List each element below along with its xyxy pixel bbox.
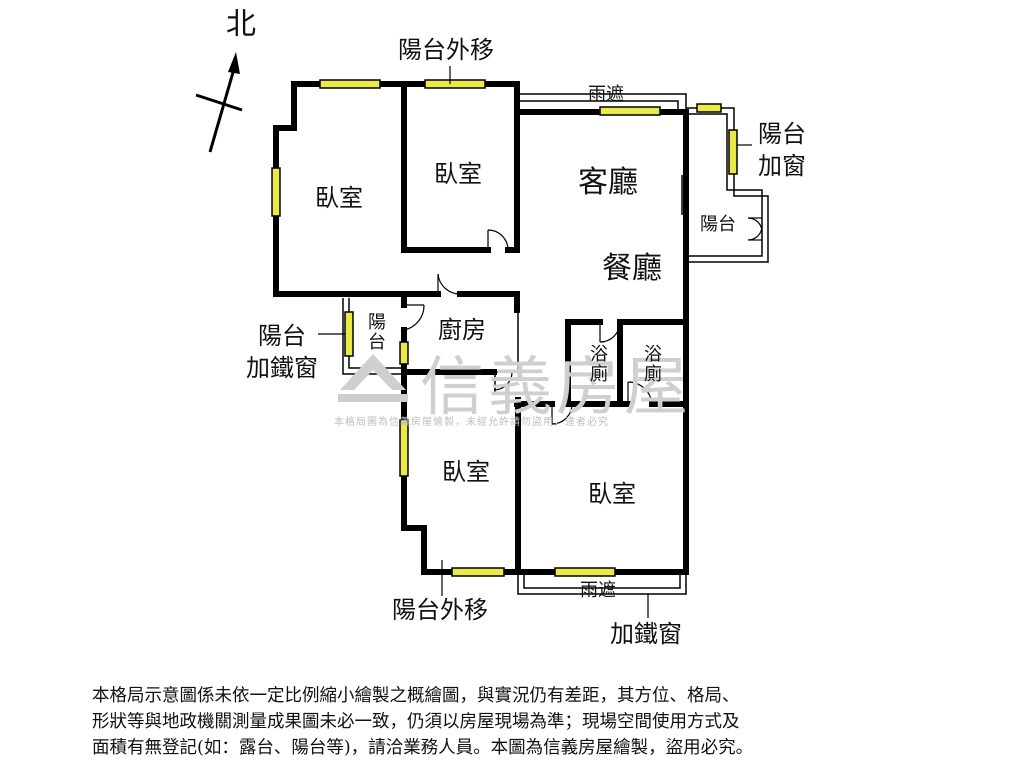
windows bbox=[271, 79, 738, 577]
room-label-bath-1: 浴廁 bbox=[587, 344, 608, 384]
room-label-bedroom-nw: 臥室 bbox=[315, 184, 363, 212]
room-label-balcony-west: 陽台 bbox=[365, 312, 386, 352]
disclaimer: 本格局示意圖係未依一定比例縮小繪製之概繪圖，與實況仍有差距，其方位、格局、 形狀… bbox=[92, 683, 952, 761]
room-label-kitchen: 廚房 bbox=[438, 316, 486, 344]
disclaimer-line-3: 面積有無登記(如：露台、陽台等)，請洽業務人員。本圖為信義房屋繪製，盜用必究。 bbox=[92, 738, 754, 758]
room-label-bedroom-sw: 臥室 bbox=[442, 458, 490, 486]
room-label-bedroom-n: 臥室 bbox=[434, 160, 482, 188]
watermark-notice: 本格局圖為信義房屋繪製，未經允許請勿盜用，違者必究 bbox=[334, 417, 609, 428]
disclaimer-line-2: 形狀等與地政機關測量成果圖未必一致，仍須以房屋現場為準；現場空間使用方式及 bbox=[92, 712, 740, 732]
note-rain-shelter-bottom: 雨遮 bbox=[580, 580, 616, 601]
room-label-balcony-east: 陽台 bbox=[700, 214, 736, 235]
compass-north-label: 北 bbox=[226, 7, 256, 42]
watermark-brand: 信義房屋 bbox=[420, 351, 692, 425]
note-balcony-moved-bottom: 陽台外移 bbox=[392, 596, 488, 624]
note-balcony-window-2: 加窗 bbox=[758, 152, 806, 180]
north-arrow bbox=[195, 52, 243, 153]
room-label-dining-room: 餐廳 bbox=[602, 251, 662, 286]
note-rain-shelter-top: 雨遮 bbox=[588, 84, 624, 105]
door-swings bbox=[403, 217, 763, 425]
watermark-logo bbox=[338, 354, 408, 402]
disclaimer-line-1: 本格局示意圖係未依一定比例縮小繪製之概繪圖，與實況仍有差距，其方位、格局、 bbox=[92, 686, 740, 706]
room-label-bedroom-se: 臥室 bbox=[588, 480, 636, 508]
note-balcony-iron-2: 加鐵窗 bbox=[246, 354, 318, 382]
room-label-living-room: 客廳 bbox=[578, 165, 638, 200]
note-balcony-window-1: 陽台 bbox=[758, 120, 806, 148]
note-iron-window: 加鐵窗 bbox=[610, 620, 682, 648]
note-balcony-moved-top: 陽台外移 bbox=[398, 36, 494, 64]
leader-lines bbox=[318, 66, 752, 618]
note-balcony-iron-1: 陽台 bbox=[258, 322, 306, 350]
room-label-bath-2: 浴廁 bbox=[641, 344, 662, 384]
